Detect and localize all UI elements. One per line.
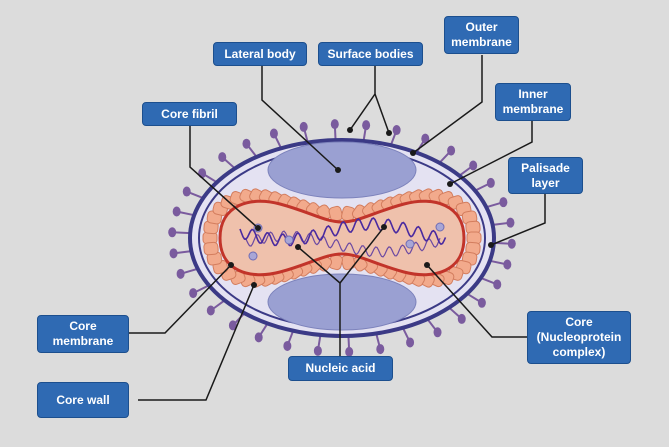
leader-inner-membrane: [449, 120, 533, 185]
spike-head: [493, 279, 502, 290]
leader-lateral-body: [261, 66, 339, 171]
spike-head: [198, 168, 207, 179]
spike-head: [421, 133, 430, 144]
label-lateral-body: Lateral body: [213, 42, 307, 66]
leader-dot: [381, 224, 387, 230]
label-palisade-layer: Palisade layer: [508, 157, 583, 194]
nucleic-acid-strand: [244, 230, 441, 258]
core-wall: [218, 199, 466, 277]
leader-dot: [335, 167, 341, 173]
leader-outer-membrane: [412, 55, 483, 154]
core-fibril-dot: [284, 235, 294, 245]
leader-dot: [228, 262, 234, 268]
spike-head: [345, 346, 354, 357]
spike-head: [507, 238, 516, 249]
leader-dot: [347, 127, 353, 133]
label-inner-membrane: Inner membrane: [495, 83, 571, 121]
leader-nucleic-acid-2: [339, 226, 385, 284]
spike-head: [313, 345, 322, 356]
leader-dot: [488, 242, 494, 248]
label-core-membrane: Core membrane: [37, 315, 129, 353]
spike-head: [499, 197, 508, 208]
spike-head: [299, 121, 308, 132]
label-outer-membrane: Outer membrane: [444, 16, 519, 54]
leader-dot: [447, 181, 453, 187]
spike-head: [168, 227, 177, 238]
spike-head: [406, 337, 415, 348]
spike-head: [376, 344, 385, 355]
spike-head: [254, 332, 263, 343]
label-core-nucleoprotein: Core (Nucleoprotein complex): [527, 311, 631, 364]
spike-head: [269, 128, 278, 139]
label-core-fibril: Core fibril: [142, 102, 237, 126]
leader-core-wall: [138, 284, 255, 401]
palisade-unit: [203, 241, 219, 256]
spike-head: [506, 217, 515, 228]
label-nucleic-acid: Nucleic acid: [288, 356, 393, 381]
spike-head: [433, 327, 442, 338]
spike-head: [176, 268, 185, 279]
spike-head: [182, 186, 191, 197]
spike-head: [392, 125, 401, 136]
spike-head: [172, 206, 181, 217]
leader-core-membrane: [128, 264, 232, 334]
leader-dot: [295, 244, 301, 250]
nucleic-acid-strand: [239, 217, 447, 247]
leader-core-fibril: [189, 125, 259, 229]
spike-head: [447, 145, 456, 156]
label-surface-bodies: Surface bodies: [318, 42, 423, 66]
leader-dot: [251, 282, 257, 288]
spike-head: [283, 340, 292, 351]
spike-head: [206, 305, 215, 316]
leader-dot: [424, 262, 430, 268]
spike-head: [503, 259, 512, 270]
spike-head: [169, 248, 178, 259]
spike-head: [486, 177, 495, 188]
lateral-body-bottom: [267, 273, 417, 331]
leader-surface-bodies-2: [374, 93, 390, 134]
label-core-wall: Core wall: [37, 382, 129, 418]
spike-head: [228, 320, 237, 331]
core-fibril-dot: [435, 222, 445, 232]
core-fibril-dot: [405, 239, 415, 249]
leader-dot: [386, 130, 392, 136]
spike-head: [189, 288, 198, 299]
core-fibril-dot: [248, 251, 258, 261]
spike-head: [242, 138, 251, 149]
spike-head: [457, 313, 466, 324]
leader-palisade: [490, 193, 546, 246]
leader-dot: [255, 225, 261, 231]
spike-head: [477, 297, 486, 308]
lateral-body-top: [267, 141, 417, 199]
nucleic-acid: [239, 217, 447, 258]
leader-surface-bodies: [349, 66, 376, 131]
spike-head: [469, 160, 478, 171]
spike-head: [330, 119, 339, 130]
leader-core: [426, 264, 529, 338]
spike-head: [218, 152, 227, 163]
leader-dot: [410, 150, 416, 156]
surface-spikes: [168, 119, 516, 357]
leader-dots: [228, 127, 494, 288]
leader-lines: [128, 55, 546, 401]
spike-head: [362, 120, 371, 131]
